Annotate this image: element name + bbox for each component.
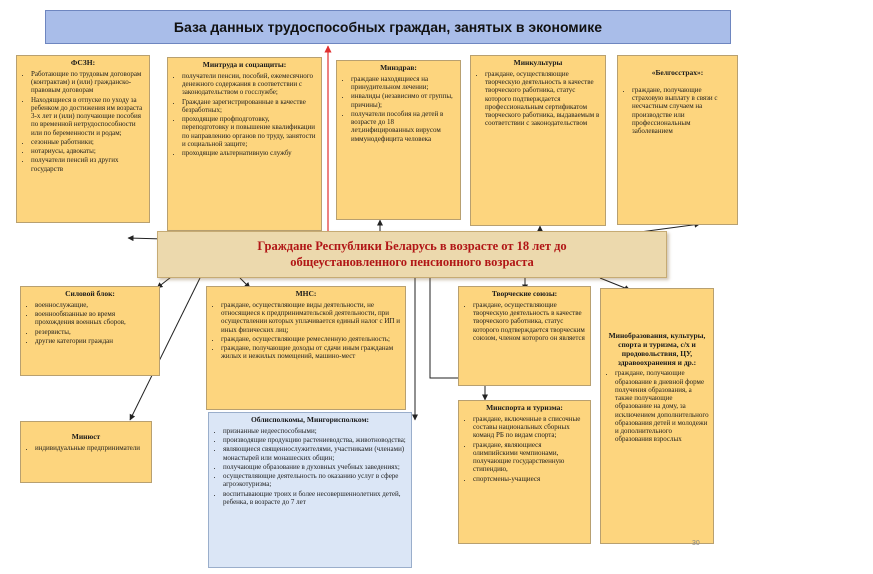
list-item: спортсмены-учащиеся (473, 475, 586, 483)
box-minsport: Минспорта и туризма: граждане, включенны… (458, 400, 591, 544)
list-item: другие категории граждан (35, 337, 155, 345)
list-item: проходящие альтернативную службу (182, 149, 317, 157)
box-oblispolkomy-title: Облисполкомы, Мингорисполком: (250, 415, 370, 424)
box-silovoy: Силовой блок: военнослужащие, военнообяз… (20, 286, 160, 376)
arrow-to-minsport (429, 278, 488, 401)
list-item: граждане, получающие доходы от сдачи ины… (221, 344, 401, 361)
box-minzdrav: Минздрав: граждане находящиеся на принуд… (336, 60, 461, 220)
list-item: получатели пенсии, пособий, ежемесячного… (182, 72, 317, 97)
list-item: признанные недееспособными; (223, 427, 407, 435)
list-item: граждане, включенные в списочные составы… (473, 415, 586, 440)
list-item: граждане, осуществляющие творческую деят… (473, 301, 586, 342)
box-minobr: Минобразования, культуры, спорта и туриз… (600, 288, 714, 544)
box-silovoy-title: Силовой блок: (65, 289, 115, 298)
box-minsport-title: Минспорта и туризма: (486, 403, 563, 412)
box-tvorcheskie: Творческие союзы: граждане, осуществляющ… (458, 286, 591, 386)
box-minkultury-title: Минкультуры (513, 58, 563, 67)
list-item: военнослужащие, (35, 301, 155, 309)
list-item: нотариусы, адвокаты; (31, 147, 145, 155)
box-mns: МНС: граждане, осуществляющие виды деяте… (206, 286, 406, 410)
arrow-to-belgosstrakh (639, 221, 701, 233)
list-item: граждане, получающие образование в дневн… (615, 369, 709, 443)
list-item: Граждане зарегистрированные в качестве б… (182, 98, 317, 115)
box-oblispolkomy: Облисполкомы, Мингорисполком: признанные… (208, 412, 412, 568)
box-belgosstrakh: «Белгосстрах»: граждане, получающие стра… (617, 55, 738, 225)
list-item: сезонные работники; (31, 138, 145, 146)
list-item: Находящиеся в отпуске по уходу за ребенк… (31, 96, 145, 137)
box-fszn-title: ФСЗН: (70, 58, 96, 67)
list-item: военнообязанные во время прохождения вое… (35, 310, 155, 327)
box-mintruda: Минтруда и соцзащиты: получатели пенсии,… (167, 57, 322, 231)
list-item: граждане, осуществляющие виды деятельнос… (221, 301, 401, 334)
list-item: граждане, получающие страховую выплату в… (632, 86, 733, 136)
box-mintruda-title: Минтруда и соцзащиты: (202, 60, 287, 69)
list-item: производящие продукцию растениеводства, … (223, 436, 407, 444)
database-title-banner: База данных трудоспособных граждан, заня… (45, 10, 731, 44)
list-item: граждане находящиеся на принудительном л… (351, 75, 456, 92)
list-item: воспитывающие троих и более несовершенно… (223, 490, 407, 507)
list-item: граждане, осуществляющие творческую деят… (485, 70, 601, 128)
box-mns-title: МНС: (295, 289, 317, 298)
list-item: инвалиды (независимо от группы, причины)… (351, 92, 456, 109)
box-fszn: ФСЗН: Работающие по трудовым договорам (… (16, 55, 150, 223)
box-minobr-title: Минобразования, культуры, спорта и туриз… (608, 331, 706, 367)
box-minzdrav-title: Минздрав: (380, 63, 417, 72)
list-item: получатели пенсий из других государств (31, 156, 145, 173)
list-item: индивидуальные предприниматели (35, 444, 147, 452)
box-minyust: Минюст индивидуальные предприниматели (20, 421, 152, 483)
box-tvorcheskie-title: Творческие союзы: (491, 289, 558, 298)
list-item: граждане, являющиеся олимпийскими чемпио… (473, 441, 586, 474)
slide-number: 30 (692, 540, 700, 547)
citizens-age-range-banner: Граждане Республики Беларусь в возрасте … (157, 231, 667, 278)
center-line-2: общеустановленного пенсионного возраста (290, 254, 534, 269)
arrow-to-minyust (129, 277, 201, 421)
list-item: Работающие по трудовым договорам (контра… (31, 70, 145, 95)
list-item: проходящие профподготовку, переподготовк… (182, 115, 317, 148)
list-item: резервисты, (35, 328, 155, 336)
list-item: граждане, осуществляющие ремесленную дея… (221, 335, 401, 343)
list-item: осуществляющие деятельность по оказанию … (223, 472, 407, 489)
center-line-1: Граждане Республики Беларусь в возрасте … (257, 238, 567, 253)
list-item: получатели пособия на детей в возрасте д… (351, 110, 456, 143)
box-minyust-title: Минюст (71, 432, 101, 441)
box-minkultury: Минкультуры граждане, осуществляющие тво… (470, 55, 606, 226)
list-item: получающие образование в духовных учебны… (223, 463, 407, 471)
list-item: являющиеся священнослужителями, участник… (223, 445, 407, 462)
database-title: База данных трудоспособных граждан, заня… (173, 19, 603, 35)
box-belgosstrakh-title: «Белгосстрах»: (651, 68, 704, 77)
